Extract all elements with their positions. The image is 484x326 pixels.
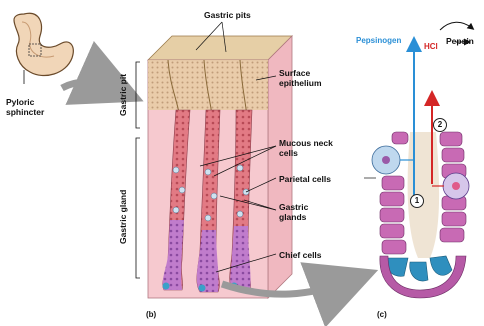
- label-gastric-pits: Gastric pits: [204, 10, 251, 20]
- stomach-icon: [14, 13, 73, 84]
- label-side-gastric-pit: Gastric pit: [118, 74, 128, 116]
- zoom-arrow-b: [62, 82, 118, 90]
- panel-label-c: (c): [377, 310, 387, 319]
- step-2-badge: 2: [433, 118, 447, 132]
- label-pepsin: Pepsin: [446, 36, 474, 46]
- label-pyloric-sphincter: Pyloric sphincter: [6, 97, 64, 117]
- label-gastric-glands: Gastric glands: [279, 202, 327, 222]
- panel-label-b: (b): [146, 310, 156, 319]
- label-mucous-neck-cells: Mucous neck cells: [279, 138, 335, 158]
- label-side-gastric-gland: Gastric gland: [118, 190, 128, 244]
- label-hcl: HCl: [424, 42, 438, 52]
- side-brackets: [136, 62, 140, 278]
- label-parietal-cells: Parietal cells: [279, 174, 331, 184]
- gland-cross-section: [372, 22, 472, 298]
- label-chief-cells: Chief cells: [279, 250, 322, 260]
- label-pepsinogen: Pepsinogen: [356, 36, 401, 46]
- step-1-badge: 1: [410, 194, 424, 208]
- label-surface-epithelium: Surface epithelium: [279, 68, 349, 88]
